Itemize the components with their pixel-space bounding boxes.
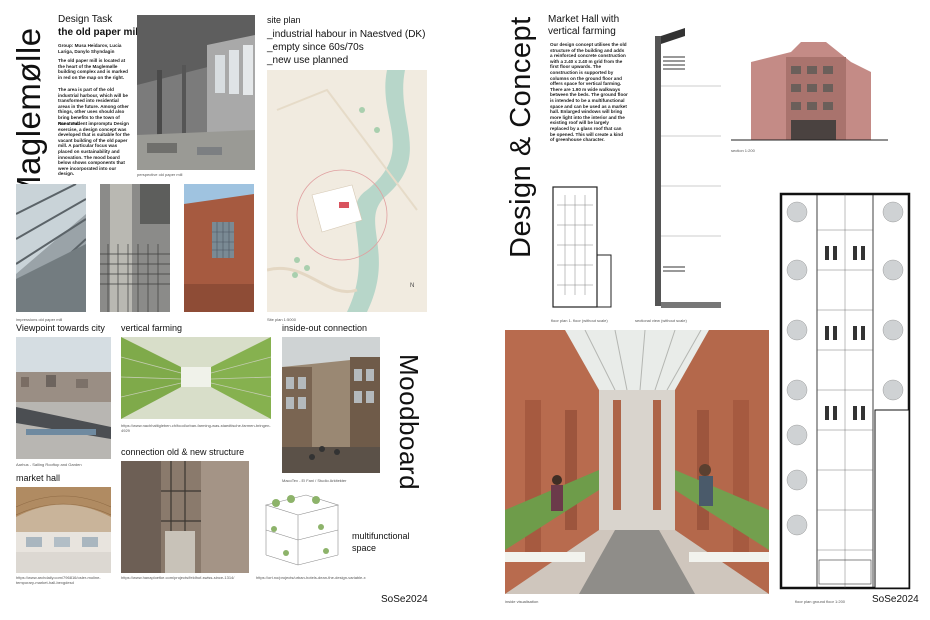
floor-plan-1-caption: floor plan 1. floor (without scale) [551, 318, 608, 323]
inside-out-caption: MacoTex - El Fani / Studio Arkitekter [282, 478, 347, 483]
vertical-farming-caption: https://www.nachhaltigleben.ch/food/urba… [121, 423, 271, 433]
concept-text: Our design concept utilises the old stru… [550, 42, 628, 143]
design-task-subtitle: the old paper mill [58, 27, 141, 38]
design-task-paragraph-1: The old paper mill is located at the hea… [58, 58, 128, 80]
design-task-paragraph-3: For a student impromptu Design exercise,… [58, 121, 130, 177]
connection-title: connection old & new structure [121, 447, 245, 457]
site-plan-line-2: _empty since 60s/70s [267, 42, 364, 53]
north-arrow-icon: N [410, 283, 415, 289]
vertical-title-maglemolle: Maglemølle [10, 27, 47, 203]
inside-visualisation [505, 330, 769, 594]
perspective-caption: perspective old paper mill [137, 172, 183, 177]
vertical-title-design-concept: Design & Concept [505, 16, 537, 258]
connection-photo [121, 461, 249, 573]
left-page: Maglemølle Design Task the old paper mil… [10, 14, 428, 605]
design-task-label: Design Task [58, 14, 113, 25]
right-semester-label: SoSe2024 [872, 594, 919, 605]
section-drawing [731, 32, 888, 144]
vertical-farming-photo [121, 337, 271, 419]
ground-floor-plan [775, 190, 915, 593]
inside-out-title: inside-out connection [282, 323, 368, 333]
market-hall-photo [16, 487, 111, 573]
design-task-paragraph-2: The area is part of the old industrial h… [58, 87, 129, 126]
site-plan-caption: Site plan 1:5000 [267, 317, 296, 322]
sectional-view-caption: sectional view (without scale) [635, 318, 687, 323]
impression-photo-2 [100, 184, 170, 312]
sectional-view-drawing [645, 26, 723, 312]
section-caption: section 1:200 [731, 148, 755, 153]
ground-floor-caption: floor plan ground floor 1:200 [795, 599, 846, 604]
multifunctional-title: multifunctional space [352, 531, 410, 553]
site-plan-map [267, 70, 427, 312]
concept-heading: Market Hall with vertical farming [548, 14, 620, 37]
design-task-group: Group: Musa Heidarov, Lucia Lariga, Dany… [58, 43, 122, 54]
left-semester-label: SoSe2024 [381, 594, 428, 605]
site-plan-line-3: _new use planned [267, 55, 349, 66]
multifunctional-caption: https://ort.no/projects/urban-hotels-dea… [256, 575, 366, 580]
impression-photo-3 [184, 184, 254, 312]
floor-plan-first-floor [551, 185, 613, 313]
site-plan-line-1: _industrial habour in Naestved (DK) [267, 29, 426, 40]
right-page: Design & Concept Market Hall with vertic… [465, 0, 930, 620]
vertical-title-moodboard: Moodboard [394, 354, 424, 491]
viewpoint-photo [16, 337, 111, 459]
inside-out-photo [282, 337, 380, 473]
impressions-caption: impressions old paper mill [16, 317, 63, 322]
vertical-farming-title: vertical farming [121, 323, 183, 333]
market-hall-title: market hall [16, 473, 61, 483]
perspective-photo [137, 15, 255, 170]
viewpoint-caption: Aarhus - Salling Rooftop and Garden [16, 462, 82, 467]
site-plan-title: site plan [267, 15, 301, 25]
connection-caption: https://www.hanaploetke.com/projects/fel… [121, 575, 235, 580]
viewpoint-title: Viewpoint towards city [16, 323, 105, 333]
multifunctional-illustration [256, 485, 348, 571]
market-hall-caption: https://www.archdaily.com/796816/osler-m… [16, 575, 101, 585]
impression-photo-1 [16, 184, 86, 312]
inside-visual-caption: inside visualisation [505, 599, 539, 604]
